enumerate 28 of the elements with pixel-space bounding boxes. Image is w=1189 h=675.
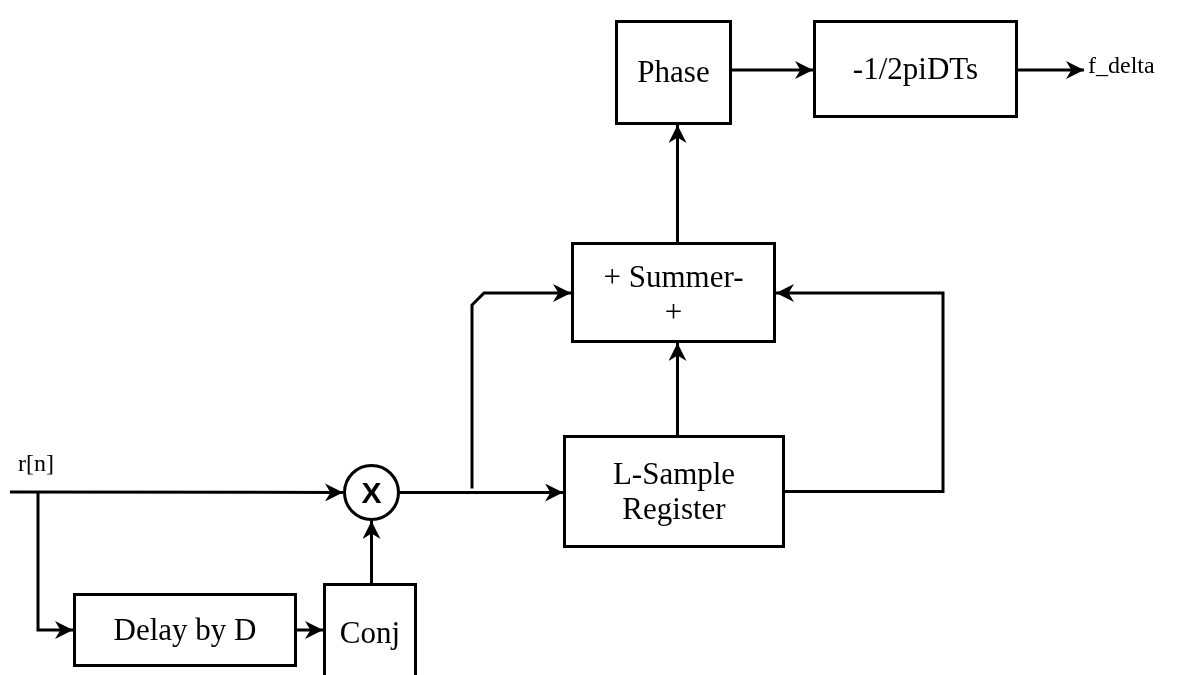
arrow [362, 521, 381, 583]
multiplier-circle [343, 464, 400, 521]
summer-box [571, 242, 776, 343]
sign-label: + [664, 294, 683, 329]
arrow [776, 284, 945, 493]
process-box [813, 20, 1018, 118]
block-label: Conj [339, 615, 401, 651]
signal-label: r[n] [18, 450, 54, 477]
arrow [1018, 61, 1084, 79]
arrow [732, 61, 813, 79]
signal-label: f_delta [1088, 52, 1155, 79]
process-box [323, 583, 417, 675]
arrow [668, 125, 687, 242]
block-label: -1/2piDTs [852, 51, 979, 87]
arrow [668, 343, 687, 435]
block-label: + Summer- [603, 258, 744, 295]
process-box [73, 593, 297, 667]
arrow [470, 284, 571, 489]
arrow [400, 483, 563, 502]
multiply-sign: X [361, 476, 382, 509]
register-box [563, 435, 785, 548]
block-label: Delay by D [113, 612, 257, 648]
block-label: Phase [637, 55, 710, 90]
arrow [297, 621, 323, 639]
arrow [10, 483, 343, 502]
block-label: L-Sample Register [611, 457, 737, 526]
process-box [615, 20, 732, 125]
arrow [36, 492, 73, 639]
